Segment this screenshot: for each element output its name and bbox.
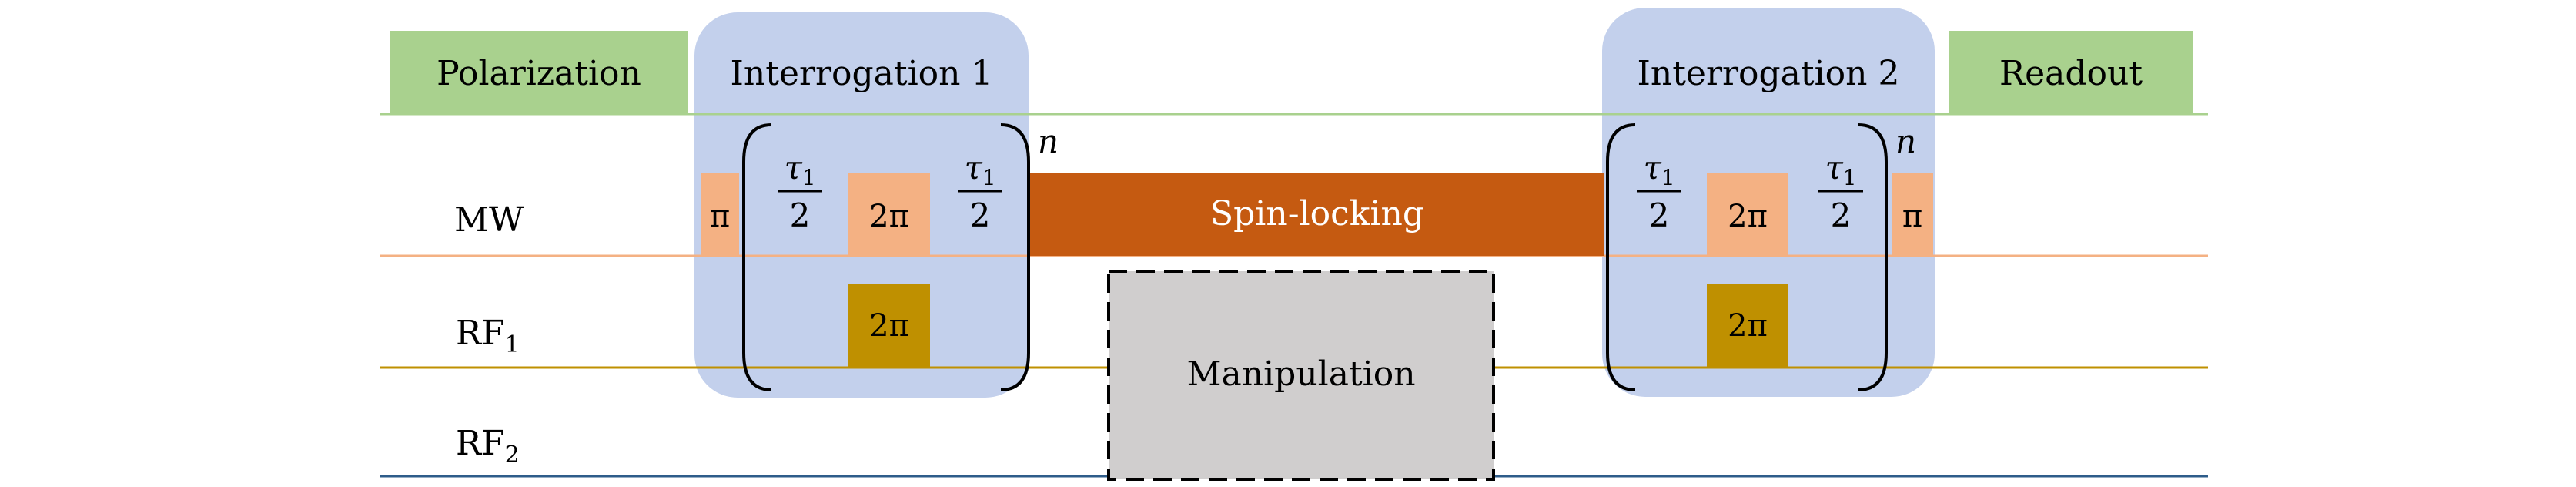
mw-pi-pulse-1 xyxy=(701,173,739,256)
mw-pi-label-2: π xyxy=(1902,199,1922,234)
rf2-channel-label: RF2 xyxy=(456,424,520,469)
tau-numerator-3: τ1 xyxy=(1643,149,1674,190)
mw-channel-label: MW xyxy=(454,200,524,240)
rf1-2pi-label-2: 2π xyxy=(1728,308,1768,344)
rf1-2pi-pulse-2 xyxy=(1707,284,1788,368)
tau-denominator-4: 2 xyxy=(1831,196,1852,234)
right-bracket-1 xyxy=(1000,123,1030,391)
polarization-label-box xyxy=(390,31,688,114)
tau-numerator-4: τ1 xyxy=(1825,149,1856,190)
spin-locking-label: Spin-locking xyxy=(1210,194,1424,233)
mw-2pi-pulse-1 xyxy=(848,173,930,256)
repeat-count-1: n xyxy=(1038,123,1059,160)
repeat-count-2: n xyxy=(1895,123,1916,160)
rf1-channel-label: RF1 xyxy=(456,314,520,358)
interrogation1-label: Interrogation 1 xyxy=(731,54,993,93)
mw-pi-pulse-2 xyxy=(1892,173,1933,256)
readout-label: Readout xyxy=(1999,54,2143,93)
mw-pi-label-1: π xyxy=(710,199,730,234)
tau-numerator-2: τ1 xyxy=(964,149,995,190)
interrogation2-label: Interrogation 2 xyxy=(1638,54,1900,93)
left-bracket-2 xyxy=(1606,123,1636,391)
polarization-label: Polarization xyxy=(437,54,641,93)
left-bracket-1 xyxy=(742,123,772,391)
tau-denominator-2: 2 xyxy=(970,196,991,234)
right-bracket-2 xyxy=(1858,123,1888,391)
mw-2pi-label-2: 2π xyxy=(1728,199,1768,234)
rf1-2pi-pulse-1 xyxy=(848,284,930,368)
readout-label-box xyxy=(1949,31,2193,114)
mw-2pi-pulse-2 xyxy=(1707,173,1788,256)
spin-locking-pulse xyxy=(1030,173,1604,256)
rf1-2pi-label-1: 2π xyxy=(869,308,909,344)
manipulation-label: Manipulation xyxy=(1186,354,1415,394)
manipulation-box xyxy=(1107,270,1495,481)
tau-numerator-1: τ1 xyxy=(784,149,815,190)
tau-denominator-1: 2 xyxy=(790,196,811,234)
mw-2pi-label-1: 2π xyxy=(869,199,909,234)
tau-denominator-3: 2 xyxy=(1649,196,1670,234)
